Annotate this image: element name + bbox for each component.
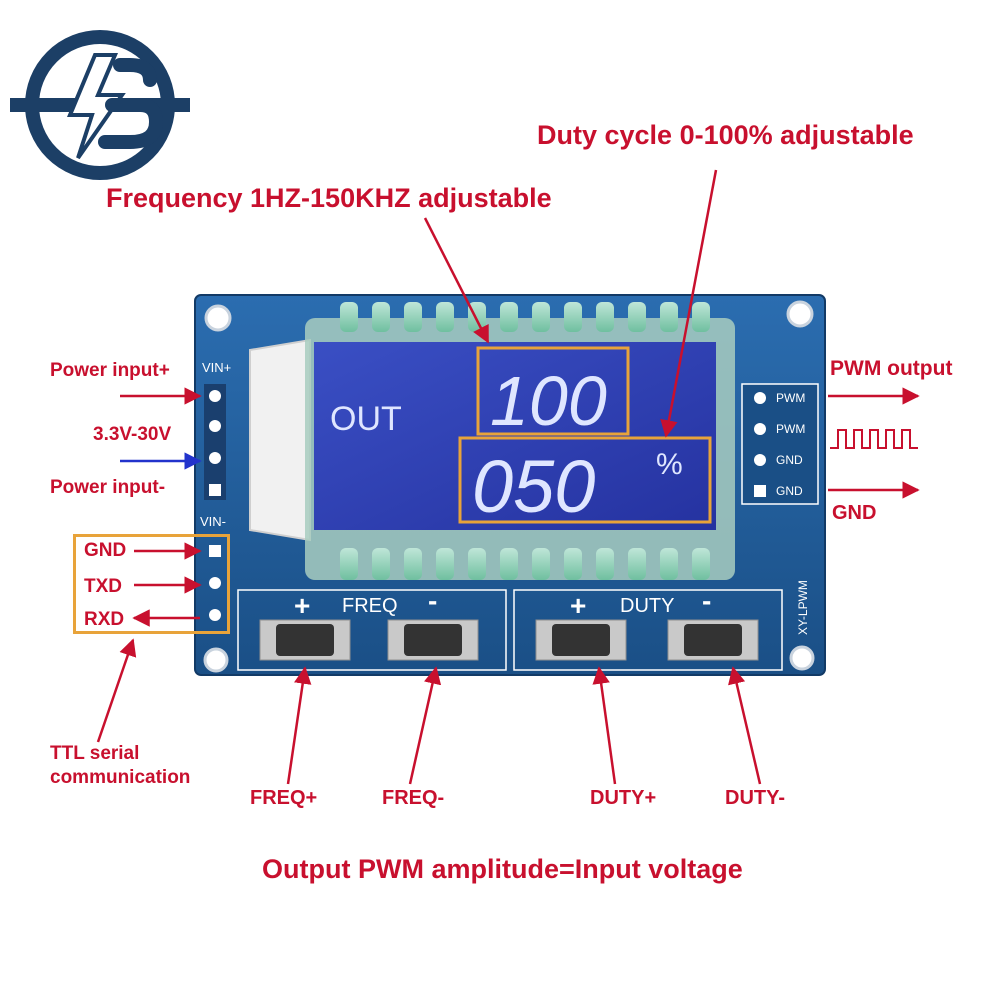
duty-minus-label: DUTY- (725, 787, 785, 809)
power-input-minus-label: Power input- (50, 477, 166, 498)
serial-highlight-box (73, 534, 230, 634)
ttl-label-line2: communication (50, 767, 191, 788)
power-pin-header (204, 384, 226, 500)
rxd-label: RXD (84, 609, 125, 630)
pin-label-pwm-2: PWM (776, 422, 805, 436)
freq-minus-arrow (408, 666, 442, 785)
vin-minus-label: VIN- (200, 514, 226, 529)
txd-label: TXD (84, 576, 122, 597)
vin-plus-label: VIN+ (202, 360, 231, 375)
lcd-bottom-contacts (340, 548, 710, 580)
freq-plus-button[interactable] (259, 619, 351, 661)
freq-button-panel (237, 589, 507, 671)
pin-label-gnd-2: GND (776, 484, 803, 498)
freq-minus-sign: - (428, 585, 437, 616)
duty-plus-arrow (592, 666, 617, 785)
duty-minus-arrow (728, 666, 762, 785)
square-wave-icon (830, 429, 918, 449)
freq-panel-label: FREQ (342, 595, 398, 617)
duty-highlight-box (458, 436, 712, 524)
serial-pin-header (209, 545, 221, 621)
freq-minus-label: FREQ- (382, 787, 445, 809)
lcd-out-label: OUT (330, 400, 402, 438)
freq-plus-sign: + (294, 590, 310, 621)
lcd-frequency-value: 100 (490, 362, 607, 440)
duty-plus-sign: + (570, 590, 586, 621)
gnd-output-label: GND (832, 502, 877, 524)
freq-plus-label: FREQ+ (250, 787, 318, 809)
lcd-screen (314, 342, 716, 530)
voltage-range-label: 3.3V-30V (93, 424, 172, 445)
bottom-note: Output PWM amplitude=Input voltage (262, 854, 743, 884)
duty-minus-sign: - (702, 585, 711, 616)
pwm-board: OUT 100 050 % VIN+ VIN- PWM PWM GND GND … (194, 294, 826, 676)
lcd-duty-value: 050 (472, 445, 595, 528)
frequency-highlight-box (476, 346, 630, 436)
frequency-annotation: Frequency 1HZ-150KHZ adjustable (106, 183, 552, 213)
frequency-arrow (423, 217, 490, 344)
bolt-s-logo-icon (10, 30, 190, 180)
duty-arrow (660, 169, 718, 438)
lcd-percent-sign: % (656, 448, 683, 481)
freq-plus-arrow (286, 666, 312, 785)
duty-plus-label: DUTY+ (590, 787, 657, 809)
duty-cycle-annotation: Duty cycle 0-100% adjustable (537, 120, 914, 150)
model-label: XY-LPWM (796, 580, 810, 635)
freq-minus-button[interactable] (387, 619, 479, 661)
duty-panel-label: DUTY (620, 595, 674, 617)
pwm-output-label: PWM output (830, 357, 953, 380)
duty-minus-button[interactable] (667, 619, 759, 661)
power-input-plus-label: Power input+ (50, 360, 170, 381)
pin-label-gnd-1: GND (776, 453, 803, 467)
gnd-label: GND (84, 540, 127, 561)
duty-plus-button[interactable] (535, 619, 627, 661)
ttl-label-line1: TTL serial (50, 743, 140, 764)
duty-button-panel (513, 589, 783, 671)
pin-label-pwm-1: PWM (776, 391, 805, 405)
ttl-arrow (96, 638, 137, 743)
output-pin-header: PWM PWM GND GND (741, 383, 819, 505)
